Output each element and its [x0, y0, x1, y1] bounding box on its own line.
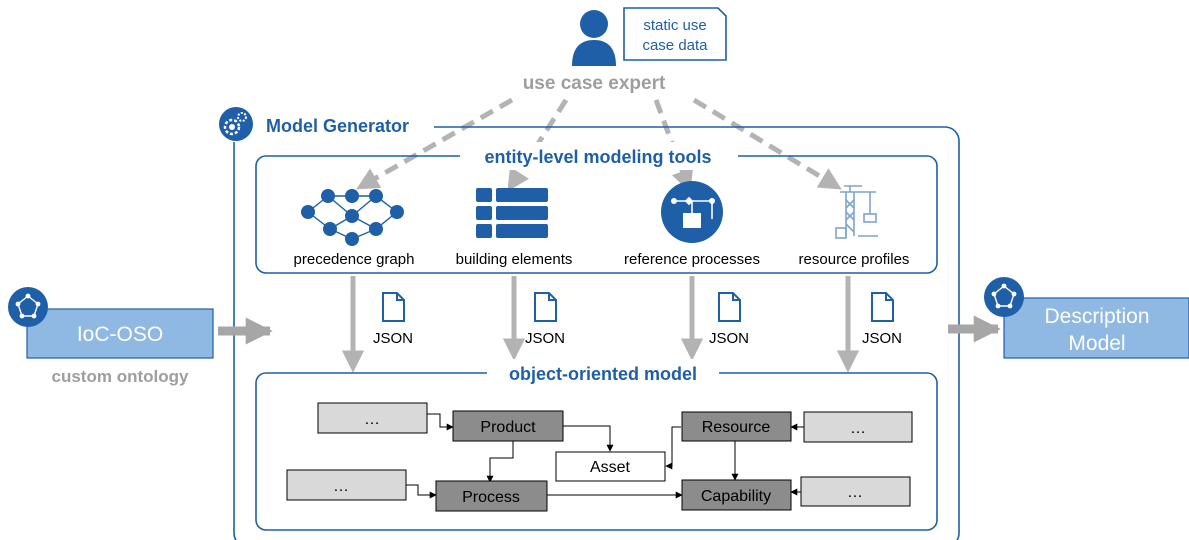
document-icon: [871, 292, 894, 322]
precedence-graph-icon: [301, 189, 404, 246]
tool-label-resource-profiles: resource profiles: [799, 251, 910, 268]
ontology-network-icon: [984, 277, 1024, 317]
modeling-tools-panel: entity-level modeling tools precedence g…: [255, 142, 938, 274]
json-arrows: [341, 276, 860, 373]
description-model-box: [1003, 297, 1189, 359]
json-label-1: JSON: [373, 330, 413, 347]
model-generator-frame: Model Generator: [219, 107, 960, 540]
description-model-output: Description Model: [984, 277, 1189, 359]
capability-label: Capability: [701, 488, 771, 505]
resource-label: Resource: [702, 419, 771, 436]
ioc-oso-box: [26, 308, 214, 359]
crane-icon: [835, 185, 878, 239]
gears-icon: [219, 107, 253, 141]
custom-ontology-caption: custom ontology: [52, 367, 189, 386]
tool-label-reference-processes: reference processes: [624, 251, 760, 268]
json-label-3: JSON: [709, 330, 749, 347]
process-flow-icon: [661, 181, 723, 243]
resource-box: Resource: [681, 411, 792, 442]
expert-arrow-precedence: [356, 97, 514, 190]
oom-connectors: [406, 413, 804, 499]
document-icon: [534, 292, 557, 322]
document-icon: [718, 292, 741, 322]
json-file-1: JSON: [373, 292, 413, 347]
process-box: Process: [435, 480, 548, 512]
placeholder-text: …: [847, 484, 863, 501]
placeholder-text: …: [333, 478, 349, 495]
object-oriented-model-panel: object-oriented model … … …: [255, 359, 938, 531]
process-label: Process: [462, 489, 520, 506]
tool-label-precedence-graph: precedence graph: [294, 251, 415, 268]
json-file-3: JSON: [709, 292, 749, 347]
product-box: Product: [452, 410, 564, 442]
expert-arrow-resource: [692, 97, 842, 190]
placeholder-text: …: [364, 411, 380, 428]
json-label-4: JSON: [862, 330, 902, 347]
product-label: Product: [480, 419, 536, 436]
use-case-expert: static use case data use case expert: [523, 7, 727, 94]
object-oriented-model-title: object-oriented model: [509, 364, 697, 384]
static-data-label-2: case data: [642, 37, 708, 54]
description-model-line2: Model: [1068, 332, 1125, 355]
static-data-label-1: static use: [643, 17, 706, 34]
placeholder-box: …: [286, 469, 407, 501]
capability-box: Capability: [681, 479, 792, 511]
placeholder-box: …: [803, 411, 913, 443]
ioc-oso-label: IoC-OSO: [77, 323, 163, 346]
document-icon: [382, 292, 405, 322]
use-case-expert-label: use case expert: [523, 73, 666, 94]
ioc-oso-input: IoC-OSO custom ontology: [8, 287, 214, 386]
asset-box: Asset: [555, 451, 666, 482]
json-files: JSON JSON JSON JSON: [373, 292, 902, 347]
static-use-case-data-document: static use case data: [623, 7, 727, 61]
json-file-2: JSON: [525, 292, 565, 347]
model-generator-title: Model Generator: [266, 116, 409, 136]
description-model-line1: Description: [1044, 305, 1149, 328]
modeling-tools-title: entity-level modeling tools: [484, 147, 711, 167]
placeholder-box: …: [800, 476, 911, 507]
ontology-network-icon: [8, 287, 48, 327]
placeholder-box: …: [317, 402, 428, 434]
user-icon: [572, 10, 616, 66]
json-label-2: JSON: [525, 330, 565, 347]
placeholder-text: …: [850, 420, 866, 437]
tool-label-building-elements: building elements: [456, 251, 573, 268]
json-file-4: JSON: [862, 292, 902, 347]
asset-label: Asset: [590, 459, 631, 476]
list-icon: [476, 188, 548, 238]
